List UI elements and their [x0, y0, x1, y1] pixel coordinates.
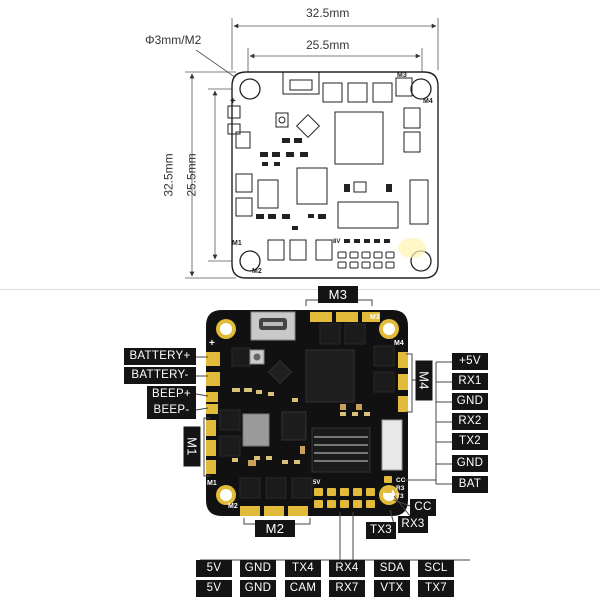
mcu-chip — [305, 349, 355, 403]
bottom-label-gnd-2: GND — [240, 580, 276, 597]
bottom-label-scl: SCL — [418, 560, 454, 577]
width-outer-dim: 32.5mm — [306, 6, 350, 20]
regulator-chip — [281, 411, 307, 441]
outline-drawing — [185, 18, 439, 279]
mounting-holes — [216, 319, 399, 505]
bottom-label-sda: SDA — [374, 560, 410, 577]
driver-chip-pins — [314, 436, 368, 462]
m2-pads — [240, 506, 308, 516]
bottom-label-tx4: TX4 — [285, 560, 321, 577]
board-label-cc: CC — [396, 477, 406, 484]
right-label-5v: +5V — [452, 353, 488, 370]
bottom-label-tx7: TX7 — [418, 580, 454, 597]
inductor — [242, 413, 270, 447]
board-outline — [231, 71, 439, 279]
board-label-m3: M3 — [370, 314, 380, 321]
callout-m2: M2 — [255, 520, 295, 537]
side-connector — [381, 419, 403, 471]
usb-connector — [250, 311, 296, 341]
bottom-label-rx4: RX4 — [329, 560, 365, 577]
board-label-plus: + — [209, 338, 215, 349]
bottom-label-vtx: VTX — [374, 580, 410, 597]
hole-dim: Φ3mm/M2 — [145, 33, 202, 47]
board-label-t3: T3 — [396, 493, 404, 500]
capacitors — [248, 404, 362, 466]
board-label-m2: M2 — [228, 503, 238, 510]
uart3-label-rx3: RX3 — [398, 516, 428, 533]
outline-label-m2: M2 — [252, 268, 262, 275]
bottom-label-5v-1: 5V — [196, 560, 232, 577]
outline-label-m4: M4 — [423, 98, 433, 105]
left-label-battery-minus: BATTERY- — [124, 367, 196, 384]
bottom-label-rx7: RX7 — [329, 580, 365, 597]
m1-pads — [206, 420, 216, 474]
power-pads — [206, 352, 220, 414]
mosfets — [219, 323, 395, 499]
width-inner-dim: 25.5mm — [306, 38, 350, 52]
board-label-m1: M1 — [207, 480, 217, 487]
passives — [232, 388, 370, 464]
outline-label-8v: 8V — [333, 239, 341, 245]
boot-button — [249, 349, 265, 365]
right-label-rx1: RX1 — [452, 373, 488, 390]
outline-label-m1: M1 — [232, 240, 242, 247]
board-label-m4: M4 — [394, 340, 404, 347]
left-label-battery-plus: BATTERY+ — [124, 348, 196, 365]
outline-components — [227, 71, 429, 261]
outline-highlight — [398, 238, 426, 258]
callout-m1: M1 — [183, 426, 201, 467]
outline-pads — [337, 251, 395, 269]
outline-label-m3: M3 — [397, 72, 407, 79]
right-label-rx2: RX2 — [452, 413, 488, 430]
gyro-chip — [267, 359, 293, 385]
uart3-label-cc: CC — [410, 499, 436, 516]
board-label-5v: 5V — [313, 480, 321, 486]
driver-chip — [311, 427, 371, 473]
right-label-bat: BAT — [452, 476, 488, 493]
callout-m3: M3 — [318, 286, 358, 303]
right-label-gnd-2: GND — [452, 455, 488, 472]
outline-label-plus: + — [230, 96, 236, 107]
m4-pads — [398, 352, 408, 412]
right-label-gnd-1: GND — [452, 393, 488, 410]
left-label-beep-minus: BEEP- — [147, 402, 196, 419]
outline-small-parts — [256, 138, 392, 243]
uart3-label-tx3: TX3 — [366, 522, 396, 539]
uart-pads — [314, 476, 392, 508]
section-divider — [0, 289, 600, 290]
bottom-label-gnd-1: GND — [240, 560, 276, 577]
bottom-label-5v-2: 5V — [196, 580, 232, 597]
board-label-r3: R3 — [396, 485, 405, 492]
m3-pads — [310, 312, 380, 322]
left-label-beep-plus: BEEP+ — [147, 386, 196, 403]
callout-m4: M4 — [415, 360, 433, 401]
right-label-tx2: TX2 — [452, 433, 488, 450]
bottom-label-cam: CAM — [285, 580, 321, 597]
